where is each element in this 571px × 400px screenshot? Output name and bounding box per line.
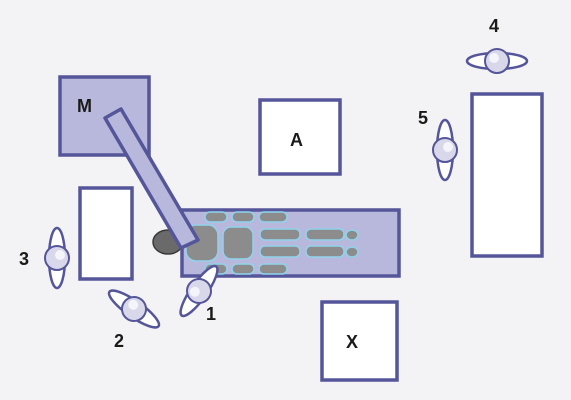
staff-person-3-icon	[44, 226, 70, 290]
staff-person-4-icon	[465, 48, 529, 74]
staff-label-4: 4	[489, 16, 499, 36]
staff-label-5: 5	[418, 108, 428, 128]
box-x	[320, 300, 399, 382]
staff-person-1-icon	[179, 264, 219, 318]
box-x-label: X	[346, 332, 358, 352]
staff-person-2-icon	[107, 289, 161, 329]
staff-person-5-icon	[432, 118, 458, 182]
right-long-table	[470, 92, 544, 258]
staff-label-3: 3	[19, 249, 29, 269]
left-table	[78, 186, 134, 281]
monitor-label: M	[77, 96, 92, 116]
box-a	[258, 98, 342, 176]
monitor-arm	[103, 107, 200, 250]
staff-label-1: 1	[206, 304, 216, 324]
box-a-label: A	[290, 130, 303, 150]
staff-label-2: 2	[114, 331, 124, 351]
monitor-box	[58, 75, 151, 157]
